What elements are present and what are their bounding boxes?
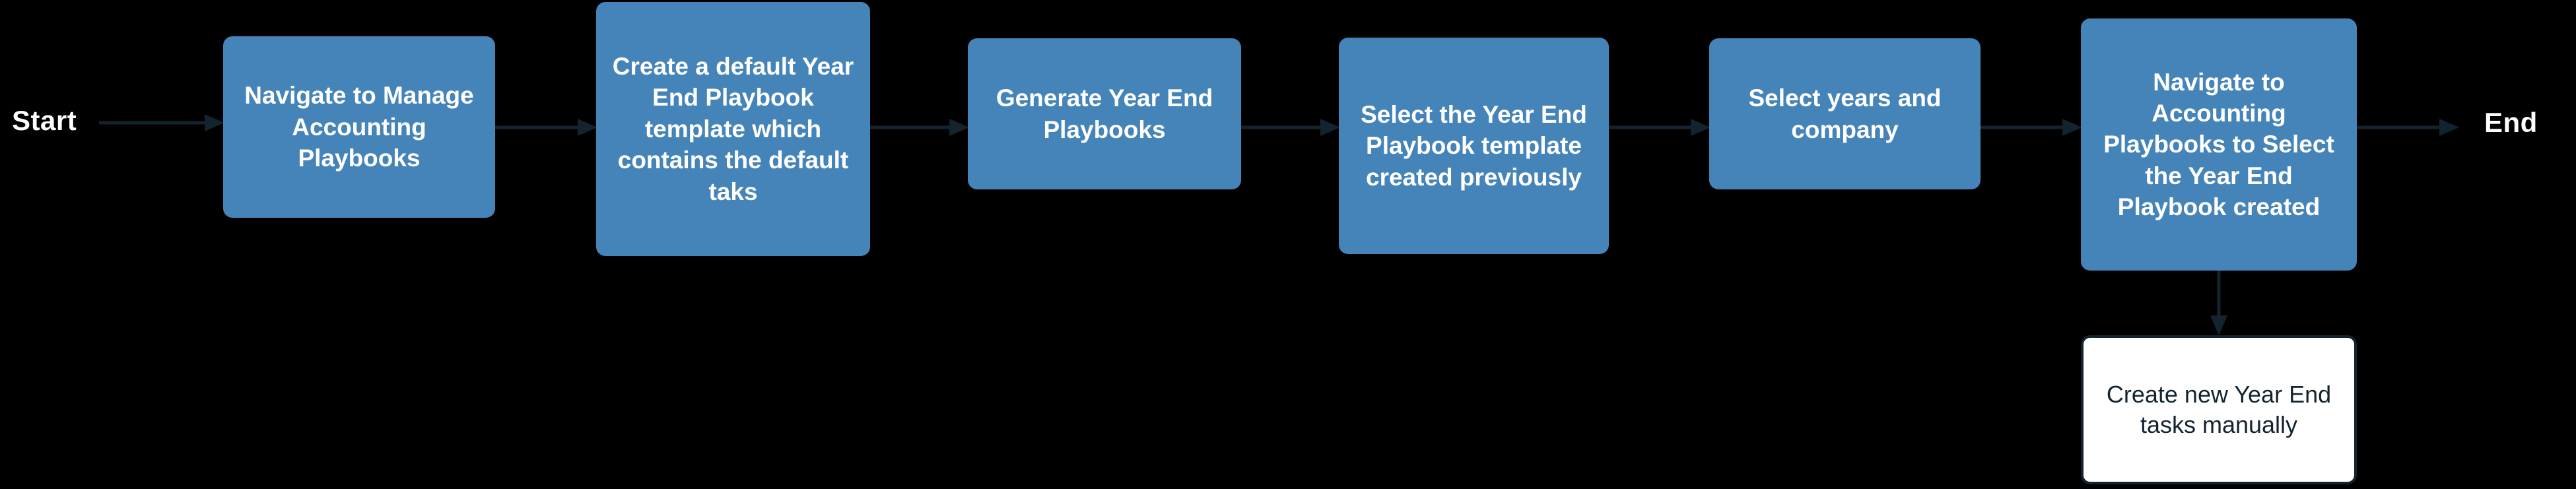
node-create-new-year-end-tasks-manually[interactable]: Create new Year End tasks manually (2081, 335, 2357, 484)
edge-node2-to-node3 (870, 115, 969, 139)
start-label: Start (12, 105, 77, 136)
edge-node4-to-node5 (1609, 115, 1711, 139)
edge-node6-to-node7 (2207, 271, 2231, 337)
end-label: End (2484, 107, 2538, 138)
edge-start-to-node1 (99, 111, 224, 135)
node-label: Select the Year End Playbook template cr… (1361, 100, 1587, 191)
node-label: Select years and company (1748, 84, 1942, 143)
node-generate-year-end-playbooks[interactable]: Generate Year End Playbooks (968, 38, 1241, 189)
node-create-default-year-end-playbook-template[interactable]: Create a default Year End Playbook templ… (596, 2, 870, 256)
node-select-year-end-playbook-template[interactable]: Select the Year End Playbook template cr… (1339, 38, 1609, 254)
edge-node6-to-end (2357, 115, 2466, 139)
edge-node5-to-node6 (1981, 115, 2082, 139)
edge-node3-to-node4 (1241, 115, 1340, 139)
node-label: Create new Year End tasks manually (2106, 380, 2332, 438)
node-label: Create a default Year End Playbook templ… (612, 53, 854, 205)
node-label: Generate Year End Playbooks (996, 84, 1213, 143)
node-label: Navigate to Accounting Playbooks to Sele… (2103, 68, 2334, 221)
node-label: Navigate to Manage Accounting Playbooks (244, 82, 474, 172)
node-navigate-manage-accounting-playbooks[interactable]: Navigate to Manage Accounting Playbooks (223, 36, 495, 218)
edge-node1-to-node2 (495, 115, 597, 139)
node-select-years-and-company[interactable]: Select years and company (1709, 38, 1981, 189)
node-navigate-accounting-playbooks-select-created[interactable]: Navigate to Accounting Playbooks to Sele… (2081, 18, 2357, 271)
